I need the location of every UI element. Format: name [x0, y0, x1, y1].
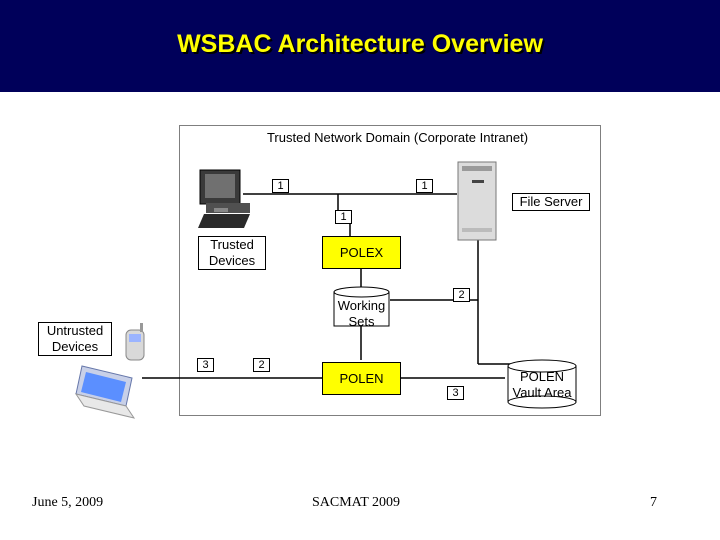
- label-1-center: 1: [335, 210, 352, 224]
- polex-component: POLEX: [322, 236, 401, 269]
- working-sets-cylinder: [333, 286, 390, 327]
- laptop-icon: [74, 365, 136, 419]
- footer-venue: SACMAT 2009: [312, 495, 401, 510]
- working-sets-label: Working Sets: [337, 298, 386, 329]
- label-3-untrusted: 3: [197, 358, 214, 372]
- desktop-pc-icon: [198, 169, 250, 228]
- trusted-network-domain-label: Trusted Network Domain (Corporate Intran…: [266, 130, 529, 145]
- file-server-icon: [457, 161, 497, 241]
- vault-cylinder: [507, 359, 577, 409]
- untrusted-devices-label: Untrusted Devices: [38, 322, 112, 356]
- header-band: [0, 0, 720, 92]
- polen-component: POLEN: [322, 362, 401, 395]
- label-1-right: 1: [416, 179, 433, 193]
- label-2-untrusted: 2: [253, 358, 270, 372]
- polen-vault-label: POLEN Vault Area: [512, 369, 572, 400]
- slide-title: WSBAC Architecture Overview: [177, 30, 543, 58]
- label-1-left: 1: [272, 179, 289, 193]
- file-server-label: File Server: [512, 193, 590, 211]
- label-3-vault: 3: [447, 386, 464, 400]
- trusted-devices-label: Trusted Devices: [198, 236, 266, 270]
- page-number: 7: [650, 495, 657, 510]
- label-2-server: 2: [453, 288, 470, 302]
- footer-date: June 5, 2009: [32, 495, 104, 510]
- mobile-phone-icon: [125, 323, 145, 361]
